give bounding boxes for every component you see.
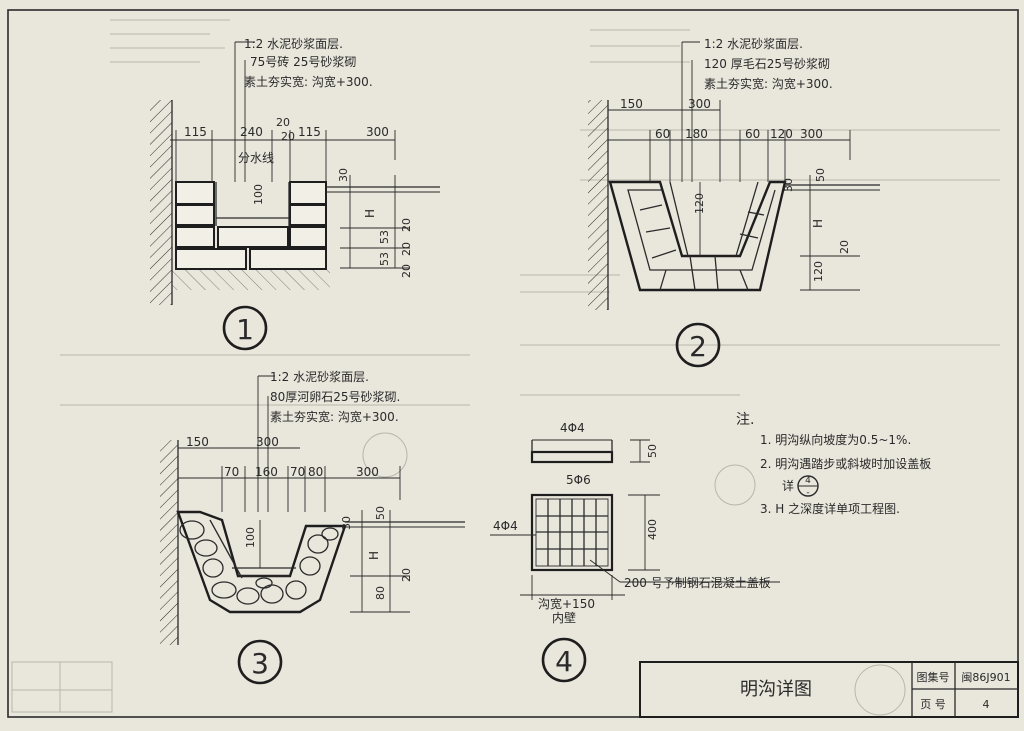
detail-4: 4 4Φ4 50 5Φ6 4Φ4 400 200 号予制钢石混凝土盖板 沟宽+1… — [490, 421, 780, 683]
detail4-label-5phi6: 5Φ6 — [566, 473, 591, 487]
detail1-divider-label: 分水线 — [238, 151, 274, 165]
detail3-vdim-100: 100 — [244, 527, 257, 548]
detail3-vdim-30: 30 — [340, 516, 353, 530]
detail3-dim-150: 150 — [186, 435, 209, 449]
detail4-dim-bottom: 沟宽+150 — [538, 596, 595, 611]
detail1-dim-115a: 115 — [184, 125, 207, 139]
detail1-wall-hatch — [150, 100, 172, 305]
detail4-label-50: 50 — [646, 444, 659, 458]
note-item-1: 1. 明沟纵向坡度为0.5~1%. — [760, 432, 911, 447]
detail1-note-3: 素土夯实宽: 沟宽+300. — [244, 74, 373, 89]
note-item-3: 3. H 之深度详单项工程图. — [760, 501, 900, 516]
detail2-vdim-120b: 120 — [812, 261, 825, 282]
detail4-label-4phi4-top: 4Φ4 — [560, 421, 585, 435]
detail2-vdim-30: 30 — [782, 178, 795, 192]
detail3-wall-hatch — [160, 440, 178, 645]
detail1-number: 1 — [236, 313, 254, 346]
detail3-note-3: 素土夯实宽: 沟宽+300. — [270, 409, 399, 424]
detail4-callout-circle — [541, 637, 587, 683]
ghost-left-box — [11, 661, 113, 713]
note-ref-bottom: - — [806, 488, 809, 498]
detail2-dim-60a: 60 — [655, 127, 670, 141]
detail1-soil — [172, 268, 330, 290]
detail2-note-3: 素土夯实宽: 沟宽+300. — [704, 76, 833, 91]
detail3-vdim-20: 20 — [400, 568, 413, 582]
detail1-vdim-H: H — [363, 209, 377, 218]
detail3-dim-300a: 300 — [256, 435, 279, 449]
detail1-vdim-20a: 20 — [400, 218, 413, 232]
detail3-dim-70b: 70 — [290, 465, 305, 479]
detail2-dim-180: 180 — [685, 127, 708, 141]
detail2-vdim-H: H — [811, 219, 825, 228]
drawing-no-label: 图集号 — [917, 670, 950, 684]
detail2-dim-300a: 300 — [688, 97, 711, 111]
notes-block: 注. 1. 明沟纵向坡度为0.5~1%. 2. 明沟遇踏步或斜坡时加设盖板 详 … — [736, 412, 931, 516]
detail4-inner-wall: 内壁 — [552, 610, 576, 625]
detail2-dim-60b: 60 — [745, 127, 760, 141]
detail-3: 3 1:2 水泥砂浆面层. 80厚河卵石25号砂浆砌. 素土夯实宽: 沟宽+30… — [160, 369, 465, 685]
detail1-vdim-20b: 20 — [400, 242, 413, 256]
detail1-note-2: 75号砖 25号砂浆砌 — [250, 54, 356, 69]
detail-1: 1 1:2 水泥砂浆面层. 75号砖 25号砂浆砌 素土夯实宽: 沟宽+300.… — [150, 36, 440, 351]
detail2-vdim-20: 20 — [838, 240, 851, 254]
note-item-2b: 详 — [782, 478, 794, 493]
detail1-callout-circle — [222, 305, 268, 351]
detail2-note-2: 120 厚毛石25号砂浆砌 — [704, 56, 830, 71]
notes-heading: 注. — [736, 412, 754, 428]
detail1-dim-20b: 20 — [281, 130, 295, 143]
detail3-dim-300b: 300 — [356, 465, 379, 479]
detail4-slab-note: 200 号予制钢石混凝土盖板 — [624, 575, 771, 590]
detail1-note-1: 1:2 水泥砂浆面层. — [244, 36, 343, 51]
detail3-vdim-H: H — [367, 551, 381, 560]
note-ref-top: 4 — [805, 476, 811, 486]
detail3-dim-80: 80 — [308, 465, 323, 479]
detail-2: 2 1:2 水泥砂浆面层. 120 厚毛石25号砂浆砌 素土夯实宽: 沟宽+30… — [588, 36, 880, 368]
detail3-dim-70a: 70 — [224, 465, 239, 479]
detail1-dim-240: 240 — [240, 125, 263, 139]
detail2-dim-120: 120 — [770, 127, 793, 141]
detail1-vdim-100: 100 — [252, 184, 265, 205]
detail1-dim-300: 300 — [366, 125, 389, 139]
title-block: 明沟详图 图集号 闽86J901 页 号 4 — [639, 661, 1019, 718]
detail2-vdim-50: 50 — [814, 168, 827, 182]
detail3-note-1: 1:2 水泥砂浆面层. — [270, 369, 369, 384]
detail2-dim-300b: 300 — [800, 127, 823, 141]
detail1-dim-115b: 115 — [298, 125, 321, 139]
detail2-vdim-120a: 120 — [693, 193, 706, 214]
detail1-dim-20a: 20 — [276, 116, 290, 129]
detail3-vdim-50: 50 — [374, 506, 387, 520]
detail2-callout-circle — [675, 322, 721, 368]
detail4-label-4phi4-left: 4Φ4 — [493, 519, 518, 533]
detail4-label-400: 400 — [646, 519, 659, 540]
detail3-vdim-80: 80 — [374, 586, 387, 600]
detail3-dim-160: 160 — [255, 465, 278, 479]
note-item-2: 2. 明沟遇踏步或斜坡时加设盖板 — [760, 457, 931, 471]
page-no: 4 — [983, 698, 990, 711]
detail3-callout-circle — [237, 639, 283, 685]
detail2-number: 2 — [689, 330, 707, 363]
detail1-vdim-30: 30 — [337, 168, 350, 182]
detail4-number: 4 — [555, 645, 573, 678]
detail2-note-1: 1:2 水泥砂浆面层. — [704, 36, 803, 51]
detail1-vdim-20c: 20 — [400, 264, 413, 278]
detail1-vdim-53b: 53 — [378, 252, 391, 266]
sheet-border — [7, 9, 1019, 718]
drawing-no: 闽86J901 — [961, 671, 1010, 684]
detail2-dim-150: 150 — [620, 97, 643, 111]
detail1-vdim-53a: 53 — [378, 230, 391, 244]
detail3-number: 3 — [251, 647, 269, 680]
page-no-label: 页 号 — [920, 698, 946, 711]
detail3-note-2: 80厚河卵石25号砂浆砌. — [270, 389, 400, 404]
detail2-wall-hatch — [588, 100, 608, 310]
drawing-title: 明沟详图 — [740, 679, 812, 700]
